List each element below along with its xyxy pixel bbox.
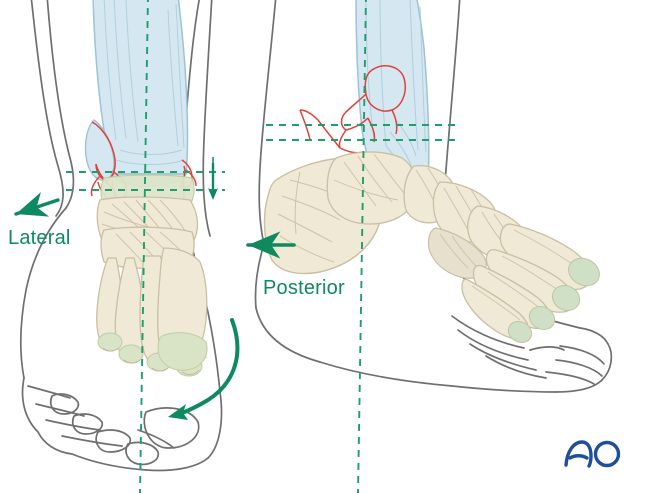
lateral-tarsals (326, 151, 530, 279)
lateral-reference-lines (266, 0, 458, 493)
lateral-arrow (14, 192, 60, 217)
ap-vertical-axis (139, 0, 149, 493)
lateral-cartilage (507, 257, 600, 343)
ap-metatarsals (96, 247, 208, 377)
lateral-direction-label: Lateral (8, 227, 71, 249)
rotation-arrow (168, 318, 240, 420)
ao-logo (564, 440, 621, 468)
ap-reference-lines (66, 0, 225, 493)
posterior-direction-label: Posterior (263, 277, 345, 299)
lateral-view-group (246, 0, 613, 493)
ap-view-group (14, 0, 240, 493)
ap-displacement-arrow (208, 163, 218, 200)
ap-tibia-fibula (84, 0, 189, 187)
lateral-vertical-axis (357, 0, 367, 493)
